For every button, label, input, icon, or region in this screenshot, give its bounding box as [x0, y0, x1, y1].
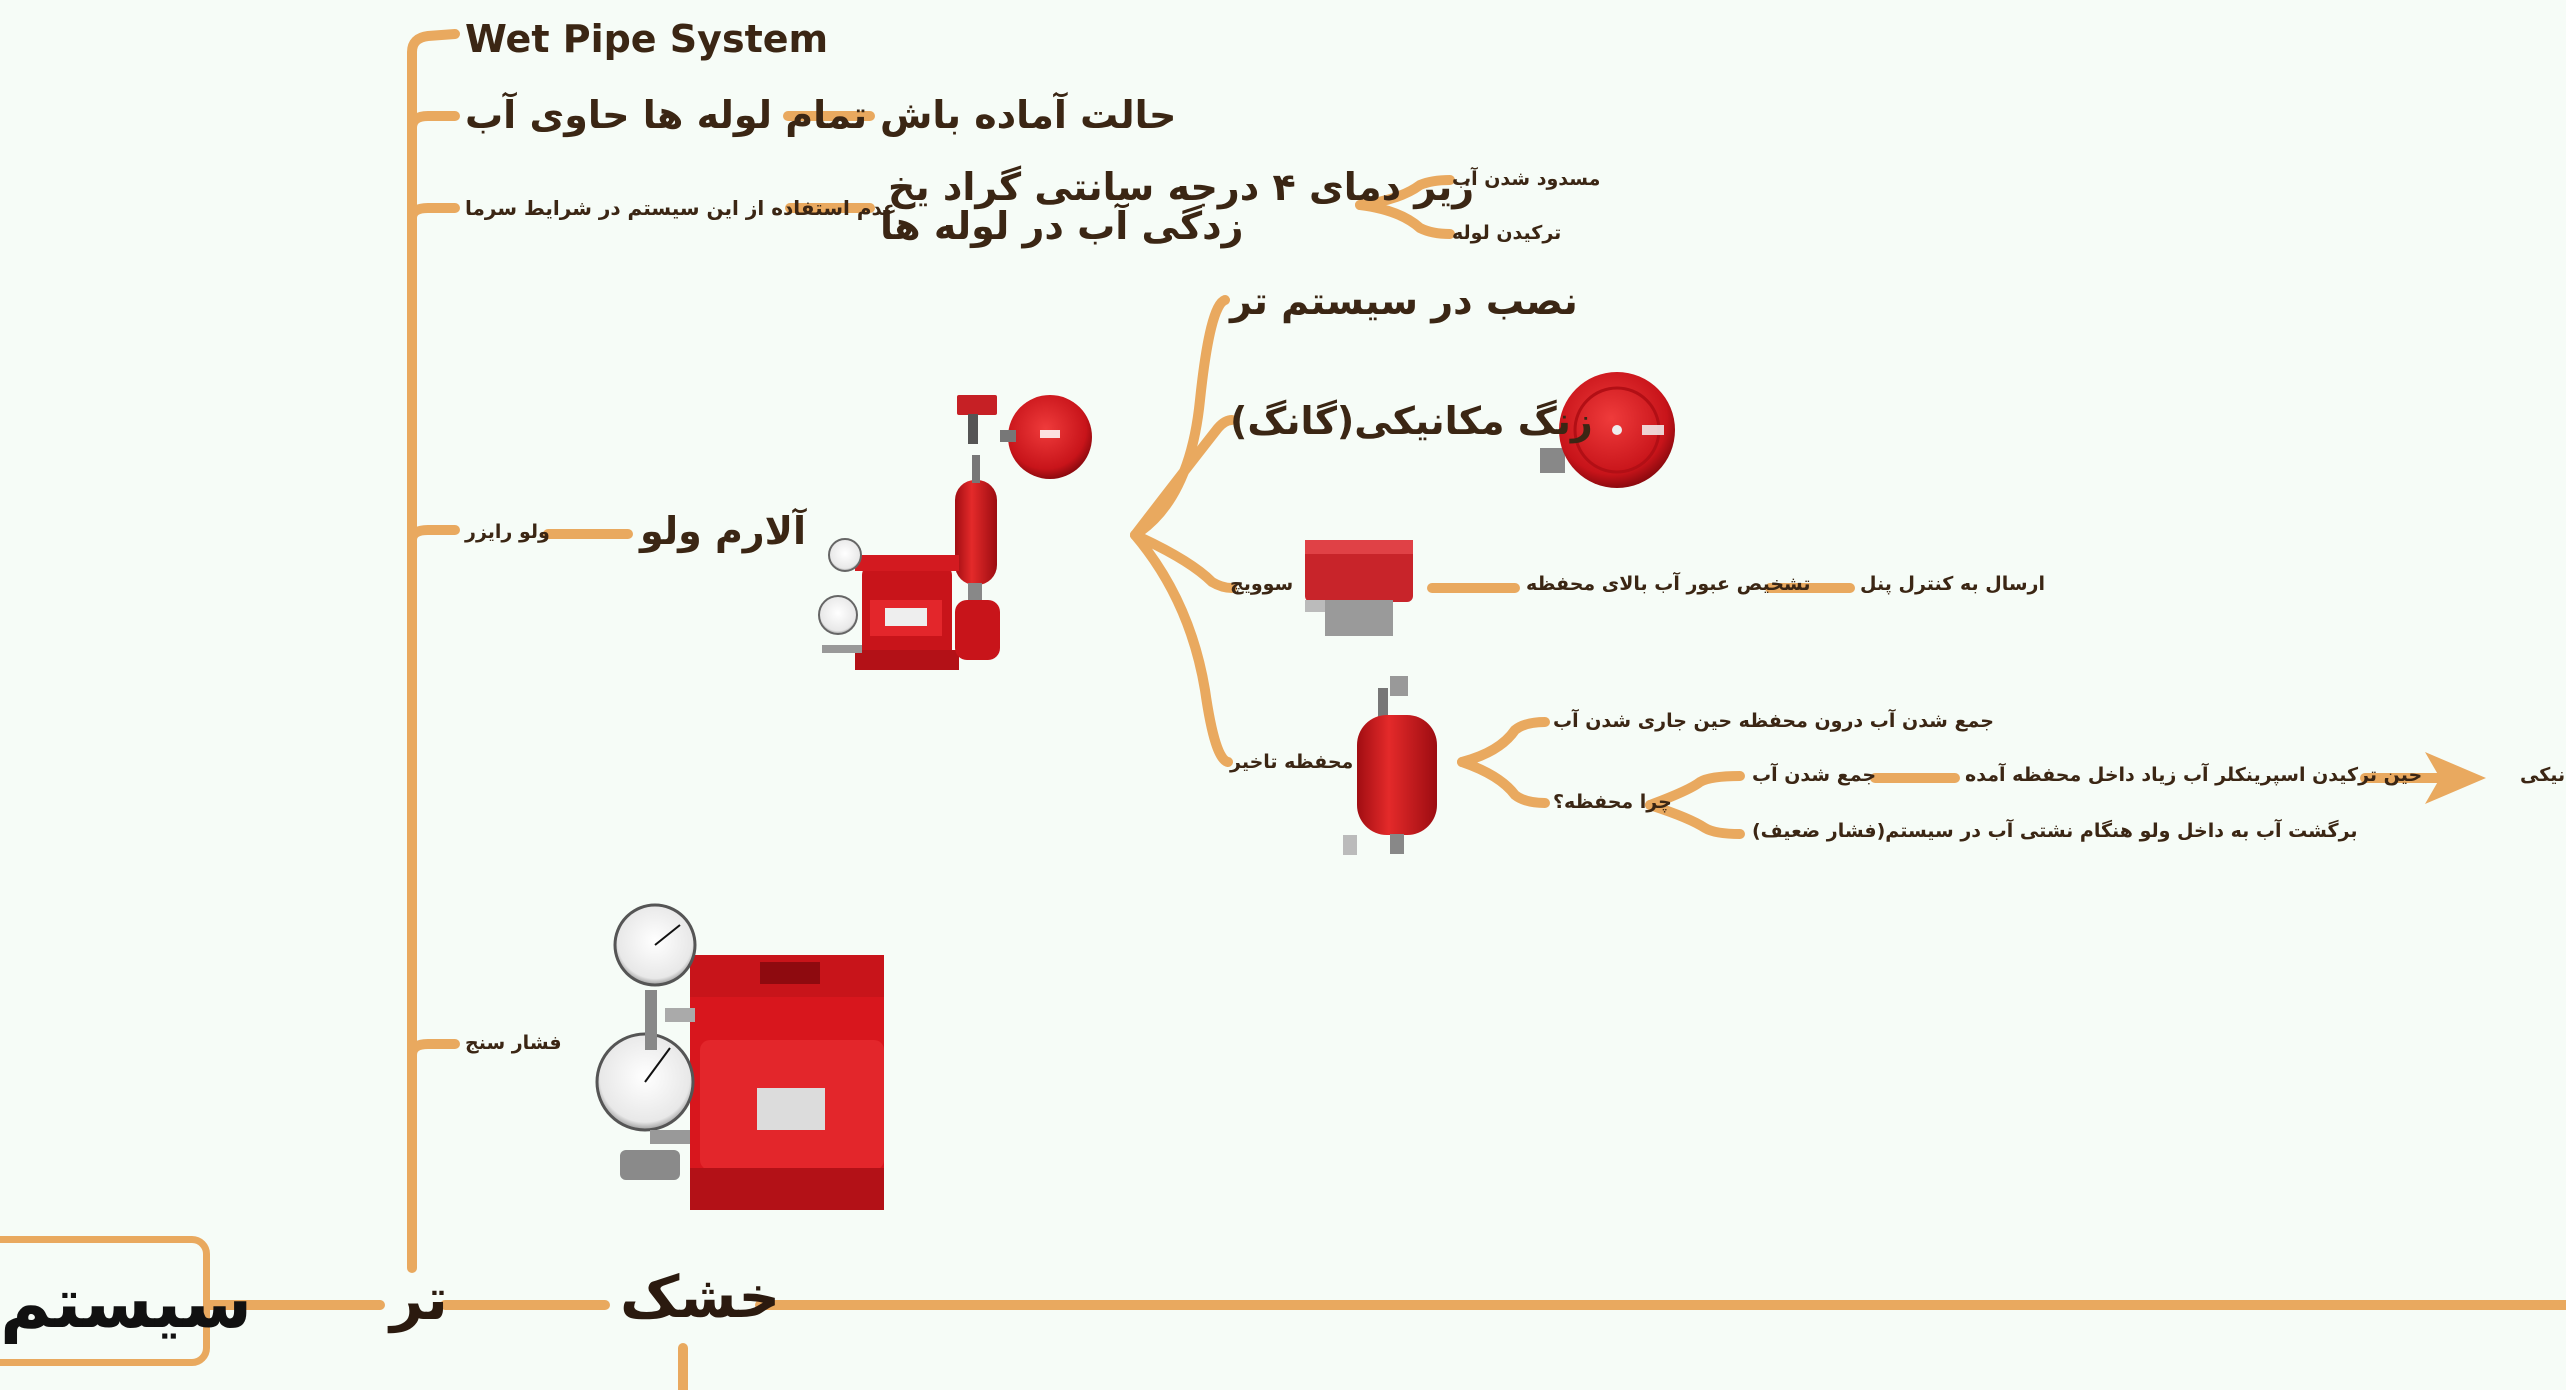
no-cold-use-label[interactable]: عدم استفاده از این سیستم در شرایط سرما	[465, 196, 897, 220]
root-node-box[interactable]	[0, 1236, 210, 1366]
connectors	[205, 29, 2566, 1390]
ready-state-label[interactable]: حالت آماده باش	[880, 93, 1177, 137]
switch-image	[1305, 540, 1413, 636]
fork-install-wet	[1130, 295, 1230, 540]
fork-backflow	[1645, 800, 1745, 839]
water-blocked-label[interactable]: مسدود شدن آب	[1452, 168, 1601, 190]
below-4c-label[interactable]: زیر دمای ۴ درجه سانتی گراد یخ	[888, 165, 1475, 209]
fork-pipe-burst	[1355, 200, 1455, 239]
retard-chamber-image	[1343, 676, 1437, 855]
collect-water-label[interactable]: جمع شدن آب درون محفظه حین جاری شدن آب	[1553, 710, 1994, 732]
pipe-burst-label[interactable]: ترکیدن لوله	[1452, 222, 1562, 244]
stub-no-cold	[407, 203, 460, 223]
fork-why	[1457, 757, 1550, 808]
backflow-label[interactable]: برگشت آب به داخل ولو هنگام نشتی آب در سی…	[1752, 820, 2358, 842]
switch-label[interactable]: سوویچ	[1230, 573, 1294, 595]
why-chamber-label[interactable]: چرا محفظه؟	[1553, 791, 1672, 813]
fork-water-collect	[1645, 771, 1745, 810]
fork-water-blocked	[1355, 175, 1455, 210]
cut-off-label[interactable]: انیکی	[2520, 764, 2566, 786]
gauge-label[interactable]: فشار سنج	[465, 1032, 562, 1054]
freeze-water-label[interactable]: زدگی آب در لوله ها	[880, 204, 1244, 248]
fork-switch	[1130, 530, 1237, 593]
all-pipes-label[interactable]: تمام لوله ها حاوی آب	[465, 93, 868, 137]
arrow-head	[2425, 752, 2486, 804]
gong-label[interactable]: زنگ مکانیکی(گانگ)	[1230, 399, 1593, 443]
wet-title-en[interactable]: Wet Pipe System	[465, 17, 829, 61]
stub-riser	[407, 525, 460, 545]
alarm-valve-label[interactable]: آلارم ولو	[640, 509, 806, 553]
stub-all-pipes	[407, 111, 460, 133]
install-wet-label[interactable]: نصب در سیستم تر	[1230, 279, 1578, 323]
fork-collect	[1457, 717, 1550, 767]
gong-image	[1540, 372, 1675, 488]
fork-gong	[1130, 415, 1237, 540]
riser-valve-label[interactable]: ولو رایزر	[465, 521, 550, 543]
water-collect-label[interactable]: جمع شدن آب	[1752, 764, 1877, 786]
retard-chamber-label[interactable]: محفظه تاخیر	[1230, 751, 1354, 773]
detect-flow-label[interactable]: تشخیص عبور آب بالای محفظه	[1526, 573, 1811, 595]
sprinkler-burst-label[interactable]: حین ترکیدن اسپرینکلر آب زیاد داخل محفظه …	[1965, 764, 2423, 786]
wet-spine	[407, 29, 460, 1273]
stub-gauge	[407, 1039, 460, 1060]
gauge-valve-image	[595, 903, 884, 1210]
branch-dry-label[interactable]: خشک	[620, 1263, 781, 1331]
send-panel-label[interactable]: ارسال به کنترل پنل	[1860, 573, 2045, 595]
alarm-valve-image	[818, 395, 1092, 670]
fork-retard	[1130, 530, 1233, 767]
root-node-label: سیستم	[0, 1262, 253, 1344]
branch-wet-label[interactable]: تر	[390, 1265, 448, 1333]
